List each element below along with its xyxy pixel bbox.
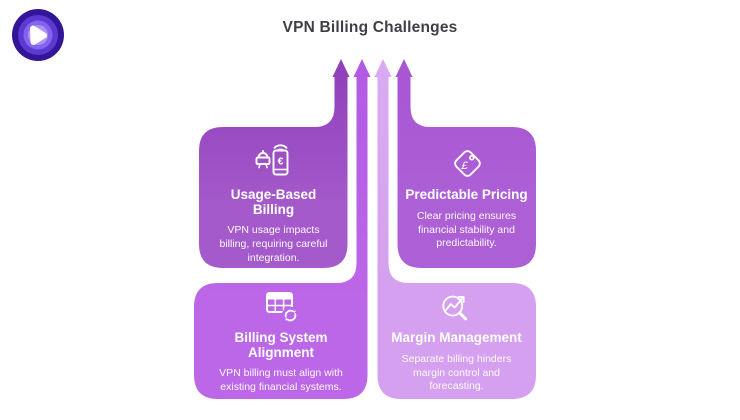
card-usage-based-billing: € Usage-Based Billing VPN usage impacts … [199,127,348,268]
card-description: VPN billing must align with existing fin… [219,367,343,393]
price-tag-icon: £ [397,142,536,184]
card-margin-management: Margin Management Separate billing hinde… [377,283,536,399]
card-description: Separate billing hinders margin control … [401,353,512,393]
card-billing-system-alignment: Billing System Alignment VPN billing mus… [194,283,368,399]
card-title: Usage-Based Billing [230,187,317,218]
card-title: Predictable Pricing [405,187,528,202]
mobile-payment-icon: € [199,142,348,184]
card-predictable-pricing: £ Predictable Pricing Clear pricing ensu… [397,127,536,268]
purevpn-logo [10,7,66,63]
trend-search-icon [377,289,536,327]
card-shape-predictable-pricing-with-arrow [395,59,536,268]
table-sync-icon [194,289,368,327]
svg-text:€: € [277,156,283,168]
card-description: Clear pricing ensures financial stabilit… [416,210,517,250]
card-shape-billing-system-alignment-with-arrow [194,59,371,399]
card-shape-usage-based-billing-with-arrow [199,59,350,268]
card-title: Margin Management [391,330,522,345]
purevpn-logo-icon [12,9,64,61]
page-title: VPN Billing Challenges [282,19,458,36]
card-description: VPN usage impacts billing, requiring car… [219,224,328,264]
svg-text:£: £ [460,160,468,172]
card-title: Billing System Alignment [234,330,328,361]
card-shape-margin-management-with-arrow [374,59,536,399]
